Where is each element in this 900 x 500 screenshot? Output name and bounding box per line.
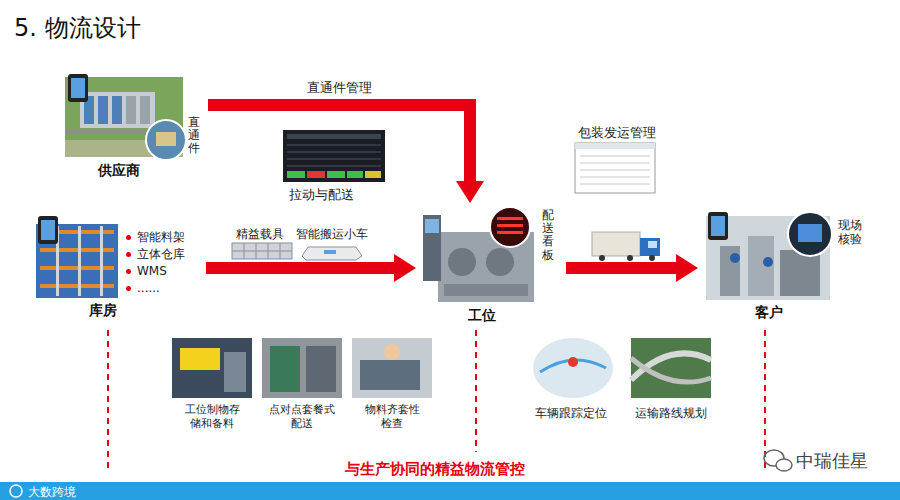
bullet-line: ...... bbox=[126, 281, 160, 296]
watermark: 大数跨境 bbox=[28, 484, 76, 500]
dashed-guides bbox=[108, 330, 765, 470]
vertical-tag: 配送看板 bbox=[542, 209, 554, 262]
photo-caption: 点对点套餐式配送 bbox=[266, 403, 338, 431]
node-name-slot: 供应商 bbox=[98, 162, 140, 180]
supplier-photo bbox=[65, 74, 186, 160]
watermark-slot: 大数跨境 bbox=[28, 484, 76, 500]
customer-photo bbox=[706, 212, 832, 300]
flow-arrow bbox=[566, 254, 698, 282]
node-name: 供应商 bbox=[98, 162, 140, 180]
item-label: 智能搬运小车 bbox=[296, 226, 368, 243]
vertical-tag: 直通件 bbox=[188, 116, 200, 156]
arrow-shaft bbox=[206, 262, 396, 274]
flow-arrow bbox=[206, 254, 416, 282]
dashboard-screen bbox=[283, 130, 385, 182]
watermark-slot: 中瑞佳星 bbox=[796, 449, 868, 473]
side-tag-slot: 现场核验 bbox=[838, 218, 864, 247]
footer-note: 与生产协同的精益物流管控 bbox=[345, 460, 525, 479]
bullet-line: 智能料架 bbox=[126, 230, 185, 245]
edge-label: 直通件管理 bbox=[304, 79, 375, 97]
photo-caption-slot: 物料齐套性检查 bbox=[362, 403, 422, 431]
photo-caption-slot: 点对点套餐式配送 bbox=[266, 403, 338, 431]
arrow-shaft bbox=[208, 105, 470, 183]
bullet-text: 立体仓库 bbox=[137, 247, 185, 262]
section-label-slot: 包装发运管理 bbox=[578, 124, 656, 142]
arrow-shaft bbox=[566, 262, 678, 274]
photo-caption: 工位制物存储和备料 bbox=[182, 403, 242, 431]
arrow-head bbox=[394, 254, 416, 282]
bullet-text: ...... bbox=[137, 281, 160, 296]
edge-label-slot: 直通件管理 bbox=[304, 79, 375, 97]
item-label-slot: 智能搬运小车 bbox=[296, 226, 368, 243]
logo-ring bbox=[10, 485, 22, 497]
bullet-text: 智能料架 bbox=[137, 230, 185, 245]
photo-caption: 运输路线规划 bbox=[635, 405, 707, 422]
footer-note-slot: 与生产协同的精益物流管控 bbox=[345, 460, 525, 479]
photo-caption-slot: 工位制物存储和备料 bbox=[182, 403, 242, 431]
process-box: 库房 智能料架立体仓库 WMS...... bbox=[34, 220, 202, 324]
carrier-and-agv bbox=[232, 243, 362, 260]
photo-caption: 物料齐套性检查 bbox=[362, 403, 422, 431]
bullet-line: WMS bbox=[126, 264, 167, 279]
process-box: 供应商 直通件 bbox=[60, 72, 204, 184]
bottom-photos bbox=[172, 338, 711, 398]
footer-bar bbox=[0, 482, 900, 500]
section-label: 包装发运管理 bbox=[578, 124, 656, 142]
truck bbox=[592, 232, 660, 261]
item-label: 精益载具 bbox=[236, 226, 284, 243]
vertical-tag-slot: 配送看板 bbox=[542, 209, 554, 262]
bullet-dot bbox=[126, 269, 131, 274]
watermark: 中瑞佳星 bbox=[796, 449, 868, 473]
warehouse-photo bbox=[36, 216, 118, 298]
node-name-slot: 库房 bbox=[89, 302, 117, 320]
photo-caption-slot: 车辆跟踪定位 bbox=[535, 405, 607, 422]
photo-caption-slot: 运输路线规划 bbox=[635, 405, 707, 422]
process-box: 工位 配送看板 bbox=[418, 205, 562, 329]
bullet-dot bbox=[126, 235, 131, 240]
slide-title-slot: 5. 物流设计 bbox=[14, 12, 141, 44]
wechat-icon bbox=[764, 450, 792, 471]
item-label-slot: 精益载具 bbox=[236, 226, 284, 243]
vertical-tag-slot: 直通件 bbox=[188, 116, 200, 156]
bullet-line: 立体仓库 bbox=[126, 247, 185, 262]
node-name-slot: 客户 bbox=[755, 304, 783, 322]
section-label-slot: 拉动与配送 bbox=[289, 186, 354, 204]
node-name: 库房 bbox=[89, 302, 117, 320]
bullet-text: WMS bbox=[137, 264, 167, 279]
photo-caption: 车辆跟踪定位 bbox=[535, 405, 607, 422]
node-name: 客户 bbox=[755, 304, 783, 322]
flow-arrow bbox=[208, 105, 484, 203]
bullet-dot bbox=[126, 286, 131, 291]
bullet-dot bbox=[126, 252, 131, 257]
arrow-head bbox=[676, 254, 698, 282]
side-tag: 现场核验 bbox=[838, 218, 864, 247]
node-name-slot: 工位 bbox=[468, 307, 496, 325]
slide-title: 5. 物流设计 bbox=[14, 12, 141, 44]
process-box: 客户 现场核验 bbox=[700, 206, 870, 326]
node-name: 工位 bbox=[468, 307, 496, 325]
section-label: 拉动与配送 bbox=[289, 186, 354, 204]
arrow-head bbox=[456, 181, 484, 203]
workstation-photo bbox=[423, 207, 534, 302]
shipping-screenshot bbox=[575, 143, 655, 193]
